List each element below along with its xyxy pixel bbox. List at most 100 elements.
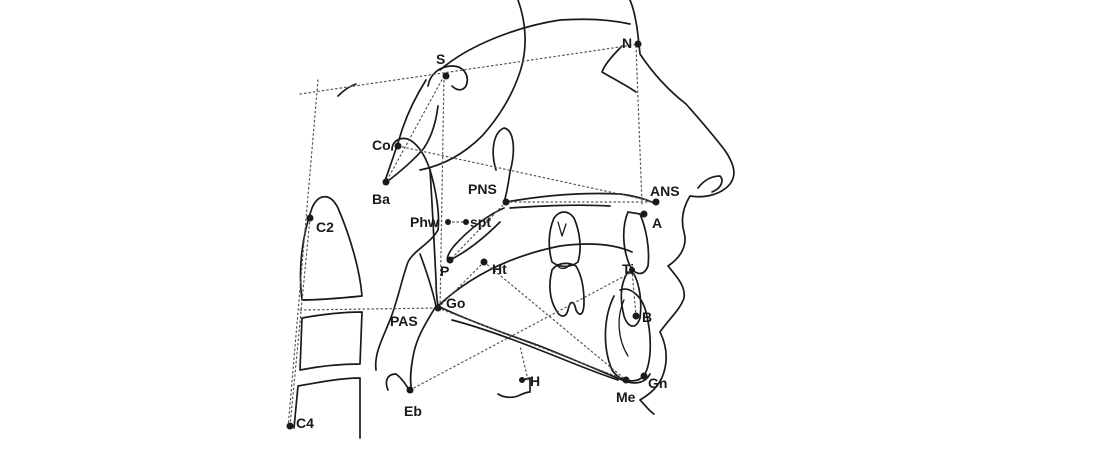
- condyle-outline: [391, 137, 431, 171]
- vertebra-c4: [293, 377, 361, 439]
- sn-line: [299, 43, 641, 95]
- landmark-ans-label: ANS: [650, 183, 680, 199]
- landmark-ba-dot: [382, 178, 390, 186]
- epiglottis-outline: [385, 373, 411, 393]
- upper-molar-root: [557, 221, 567, 237]
- landmark-spt-dot: [463, 219, 469, 225]
- ti-to-b-line: [631, 269, 637, 317]
- landmark-h: H: [519, 373, 540, 389]
- landmark-phw: Phw: [410, 214, 451, 230]
- landmark-co-label: Co: [372, 137, 391, 153]
- landmark-me-dot: [622, 376, 630, 384]
- hyoid-bone: [497, 377, 531, 399]
- mandible-outline: [437, 305, 651, 384]
- landmark-b-label: B: [642, 309, 652, 325]
- occlusal-plane-line: [409, 269, 637, 391]
- landmark-ans-dot: [652, 198, 660, 206]
- occipital-arc: [337, 83, 357, 97]
- landmark-ht-label: Ht: [492, 261, 507, 277]
- palate-lower-contour: [509, 204, 611, 209]
- landmark-gn: Gn: [640, 372, 667, 391]
- landmark-me-label: Me: [616, 389, 636, 405]
- soft-palate: [446, 207, 505, 262]
- landmark-go: Go: [434, 295, 465, 312]
- landmark-pns-dot: [502, 198, 510, 206]
- landmark-ans: ANS: [650, 183, 680, 206]
- landmark-ba-label: Ba: [372, 191, 390, 207]
- landmark-eb-label: Eb: [404, 403, 422, 419]
- cranial-base-outline: [419, 0, 526, 171]
- mandibular-body-upper: [451, 319, 619, 381]
- soft-tissue-profile: [629, 0, 735, 415]
- landmark-ht-dot: [480, 258, 488, 266]
- landmark-eb: Eb: [404, 386, 422, 419]
- reference-lines: [287, 43, 657, 429]
- landmark-spt: spt: [463, 214, 491, 230]
- landmark-pas: PAS: [390, 313, 418, 329]
- landmark-co-dot: [394, 142, 402, 150]
- landmark-gn-label: Gn: [648, 375, 667, 391]
- landmark-n-label: N: [622, 35, 632, 51]
- landmark-c2: C2: [306, 214, 334, 235]
- tongue-dorsum: [437, 243, 633, 307]
- landmark-a-dot: [640, 210, 648, 218]
- landmark-n: N: [622, 35, 642, 51]
- sella-turcica: [427, 65, 469, 91]
- landmark-b-dot: [632, 312, 640, 320]
- landmark-c2-dot: [306, 214, 314, 222]
- upper-molar: [548, 211, 581, 268]
- landmark-me: Me: [616, 376, 636, 405]
- landmark-ht: Ht: [480, 258, 507, 277]
- nasal-bone: [601, 45, 637, 93]
- c2-to-c4-line: [289, 217, 311, 427]
- landmark-phw-label: Phw: [410, 214, 439, 230]
- landmark-b: B: [632, 309, 652, 325]
- landmark-h-dot: [519, 377, 525, 383]
- landmark-a-label: A: [652, 215, 662, 231]
- lower-incisor: [620, 271, 642, 327]
- sella-vertical-line: [439, 75, 445, 311]
- landmark-ti-dot: [629, 267, 635, 273]
- pns-to-p-line: [449, 201, 507, 261]
- nasion-perpendicular: [635, 45, 643, 205]
- landmark-c4-label: C4: [296, 415, 314, 431]
- landmark-go-dot: [434, 304, 442, 312]
- posterior-pharyngeal-wall: [374, 169, 440, 371]
- landmark-spt-label: spt: [470, 214, 491, 230]
- landmark-c4-dot: [286, 422, 294, 430]
- landmark-s-dot: [442, 72, 450, 80]
- ht-to-go-line: [437, 261, 485, 309]
- pterygomaxillary-fissure: [492, 127, 515, 203]
- landmark-ba: Ba: [372, 178, 390, 207]
- landmark-phw-dot: [445, 219, 451, 225]
- hyoid-vertical-line: [519, 345, 529, 381]
- nostril-outline: [697, 175, 723, 193]
- landmark-ti-label: Ti: [622, 261, 634, 277]
- landmark-h-label: H: [530, 373, 540, 389]
- landmark-eb-dot: [406, 386, 414, 394]
- landmark-p: P: [440, 256, 454, 279]
- mandibular-plane-line: [437, 307, 627, 381]
- skull-outline-upper: [439, 18, 631, 71]
- vertebra-c2: [299, 195, 363, 301]
- cervical-vertical-line: [287, 79, 319, 429]
- landmark-pns-label: PNS: [468, 181, 497, 197]
- landmark-gn-dot: [640, 372, 648, 380]
- landmark-a: A: [640, 210, 662, 231]
- landmark-p-dot: [446, 256, 454, 264]
- landmark-s: S: [436, 51, 450, 80]
- landmark-pns: PNS: [468, 181, 510, 206]
- molar-occlusal-cusp: [555, 263, 571, 270]
- landmark-c4: C4: [286, 415, 314, 431]
- lower-molar: [549, 262, 585, 317]
- landmark-ti: Ti: [622, 261, 635, 277]
- landmark-s-label: S: [436, 51, 445, 67]
- anatomy-outlines: [293, 0, 735, 439]
- go-to-pas-line: [299, 307, 439, 311]
- landmark-co: Co: [372, 137, 402, 153]
- s-to-basion-line: [385, 75, 445, 183]
- vertebra-c3: [299, 311, 363, 371]
- landmark-n-dot: [634, 40, 642, 48]
- landmark-pas-label: PAS: [390, 313, 418, 329]
